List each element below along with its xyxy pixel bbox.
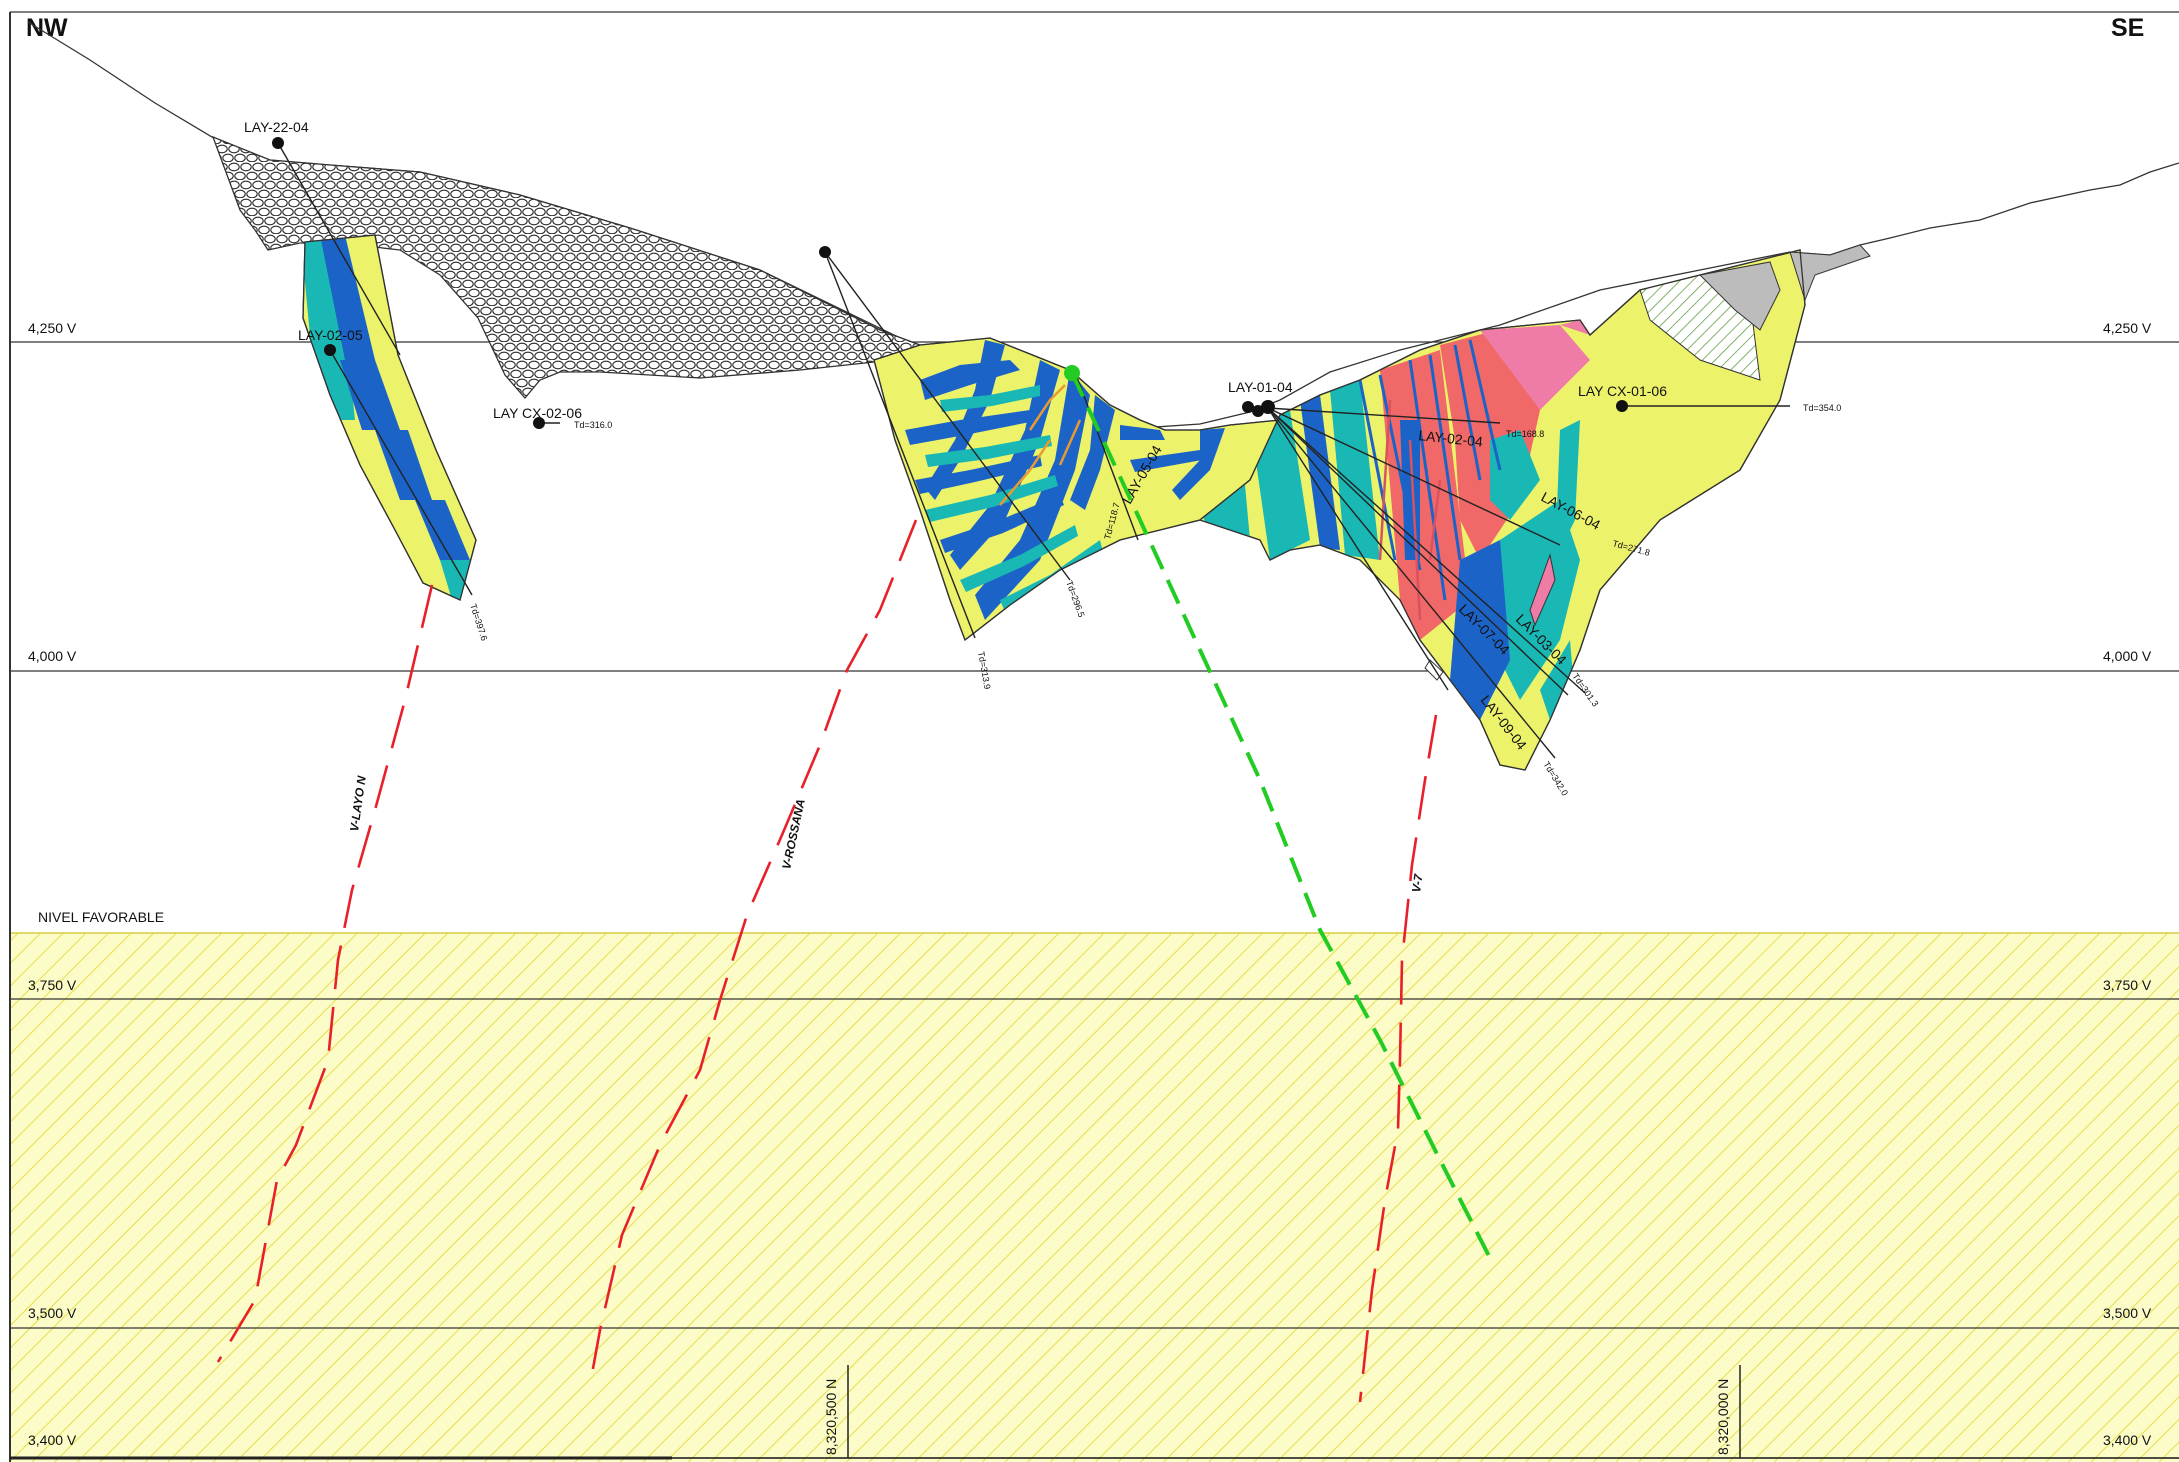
favorable-zone-label: NIVEL FAVORABLE: [38, 909, 164, 925]
drill-hole-label: LAY CX-02-06: [493, 405, 582, 421]
favorable-zone: [10, 933, 2179, 1462]
level-label-right: 3,400 V: [2103, 1432, 2152, 1448]
level-label-right: 4,250 V: [2103, 320, 2152, 336]
orientation-nw: NW: [26, 14, 68, 42]
depth-label: Td=342.0: [1541, 760, 1570, 798]
depth-label: Td=313.9: [976, 651, 992, 690]
level-label-right: 4,000 V: [2103, 648, 2152, 664]
vein-v7-trace: [1358, 714, 1438, 1403]
northing-label: 8,320,500 N: [823, 1379, 839, 1455]
collar-marker: [1261, 400, 1275, 414]
vein-layo-n-trace: [216, 584, 434, 1363]
level-label-left: 4,250 V: [28, 320, 77, 336]
drill-hole-label: LAY-02-05: [298, 327, 363, 343]
fault-collar-marker: [1064, 365, 1080, 381]
vein-projections: [216, 519, 1438, 1403]
collar-marker: [272, 137, 284, 149]
depth-label: Td=296.5: [1064, 579, 1086, 618]
depth-label: Td=397.6: [468, 603, 489, 642]
collar-marker: [819, 246, 831, 258]
depth-label: Td=301.3: [1570, 671, 1600, 708]
depth-label: Td=354.0: [1803, 403, 1841, 413]
vein-rossana-trace: [588, 519, 918, 1386]
ore-body-east: [1198, 244, 1871, 771]
collar-marker: [324, 344, 336, 356]
level-label-right: 3,500 V: [2103, 1305, 2152, 1321]
drill-collars: [272, 137, 1628, 429]
level-label-left: 3,500 V: [28, 1305, 77, 1321]
level-label-right: 3,750 V: [2103, 977, 2152, 993]
collar-marker: [1616, 400, 1628, 412]
level-label-left: 3,750 V: [28, 977, 77, 993]
vein-label-layo-n: V-LAYO N: [347, 775, 369, 833]
level-labels: 4,250 V 4,250 V 4,000 V 4,000 V 3,750 V …: [28, 320, 2152, 1448]
drill-hole-label: LAY-01-04: [1228, 379, 1293, 395]
fault-projection: [1070, 372, 1492, 1259]
collar-marker: [1252, 405, 1264, 417]
drill-traces: [277, 142, 1790, 759]
depth-label: Td=316.0: [574, 420, 612, 430]
northing-markers: 8,320,500 N 8,320,000 N: [10, 1365, 2179, 1460]
depth-label: Td=168.8: [1506, 429, 1544, 439]
vein-label-v7: V-7: [1409, 872, 1426, 893]
drill-hole-label: LAY-02-04: [1418, 427, 1484, 450]
drill-hole-label: LAY-22-04: [244, 119, 309, 135]
collar-marker: [533, 417, 545, 429]
collar-marker: [1242, 401, 1254, 413]
northing-label: 8,320,000 N: [1715, 1379, 1731, 1455]
level-label-left: 3,400 V: [28, 1432, 77, 1448]
orientation-se: SE: [2111, 14, 2144, 42]
level-label-left: 4,000 V: [28, 648, 77, 664]
drill-hole-label: LAY CX-01-06: [1578, 383, 1667, 399]
ore-body-central: [873, 337, 1282, 642]
